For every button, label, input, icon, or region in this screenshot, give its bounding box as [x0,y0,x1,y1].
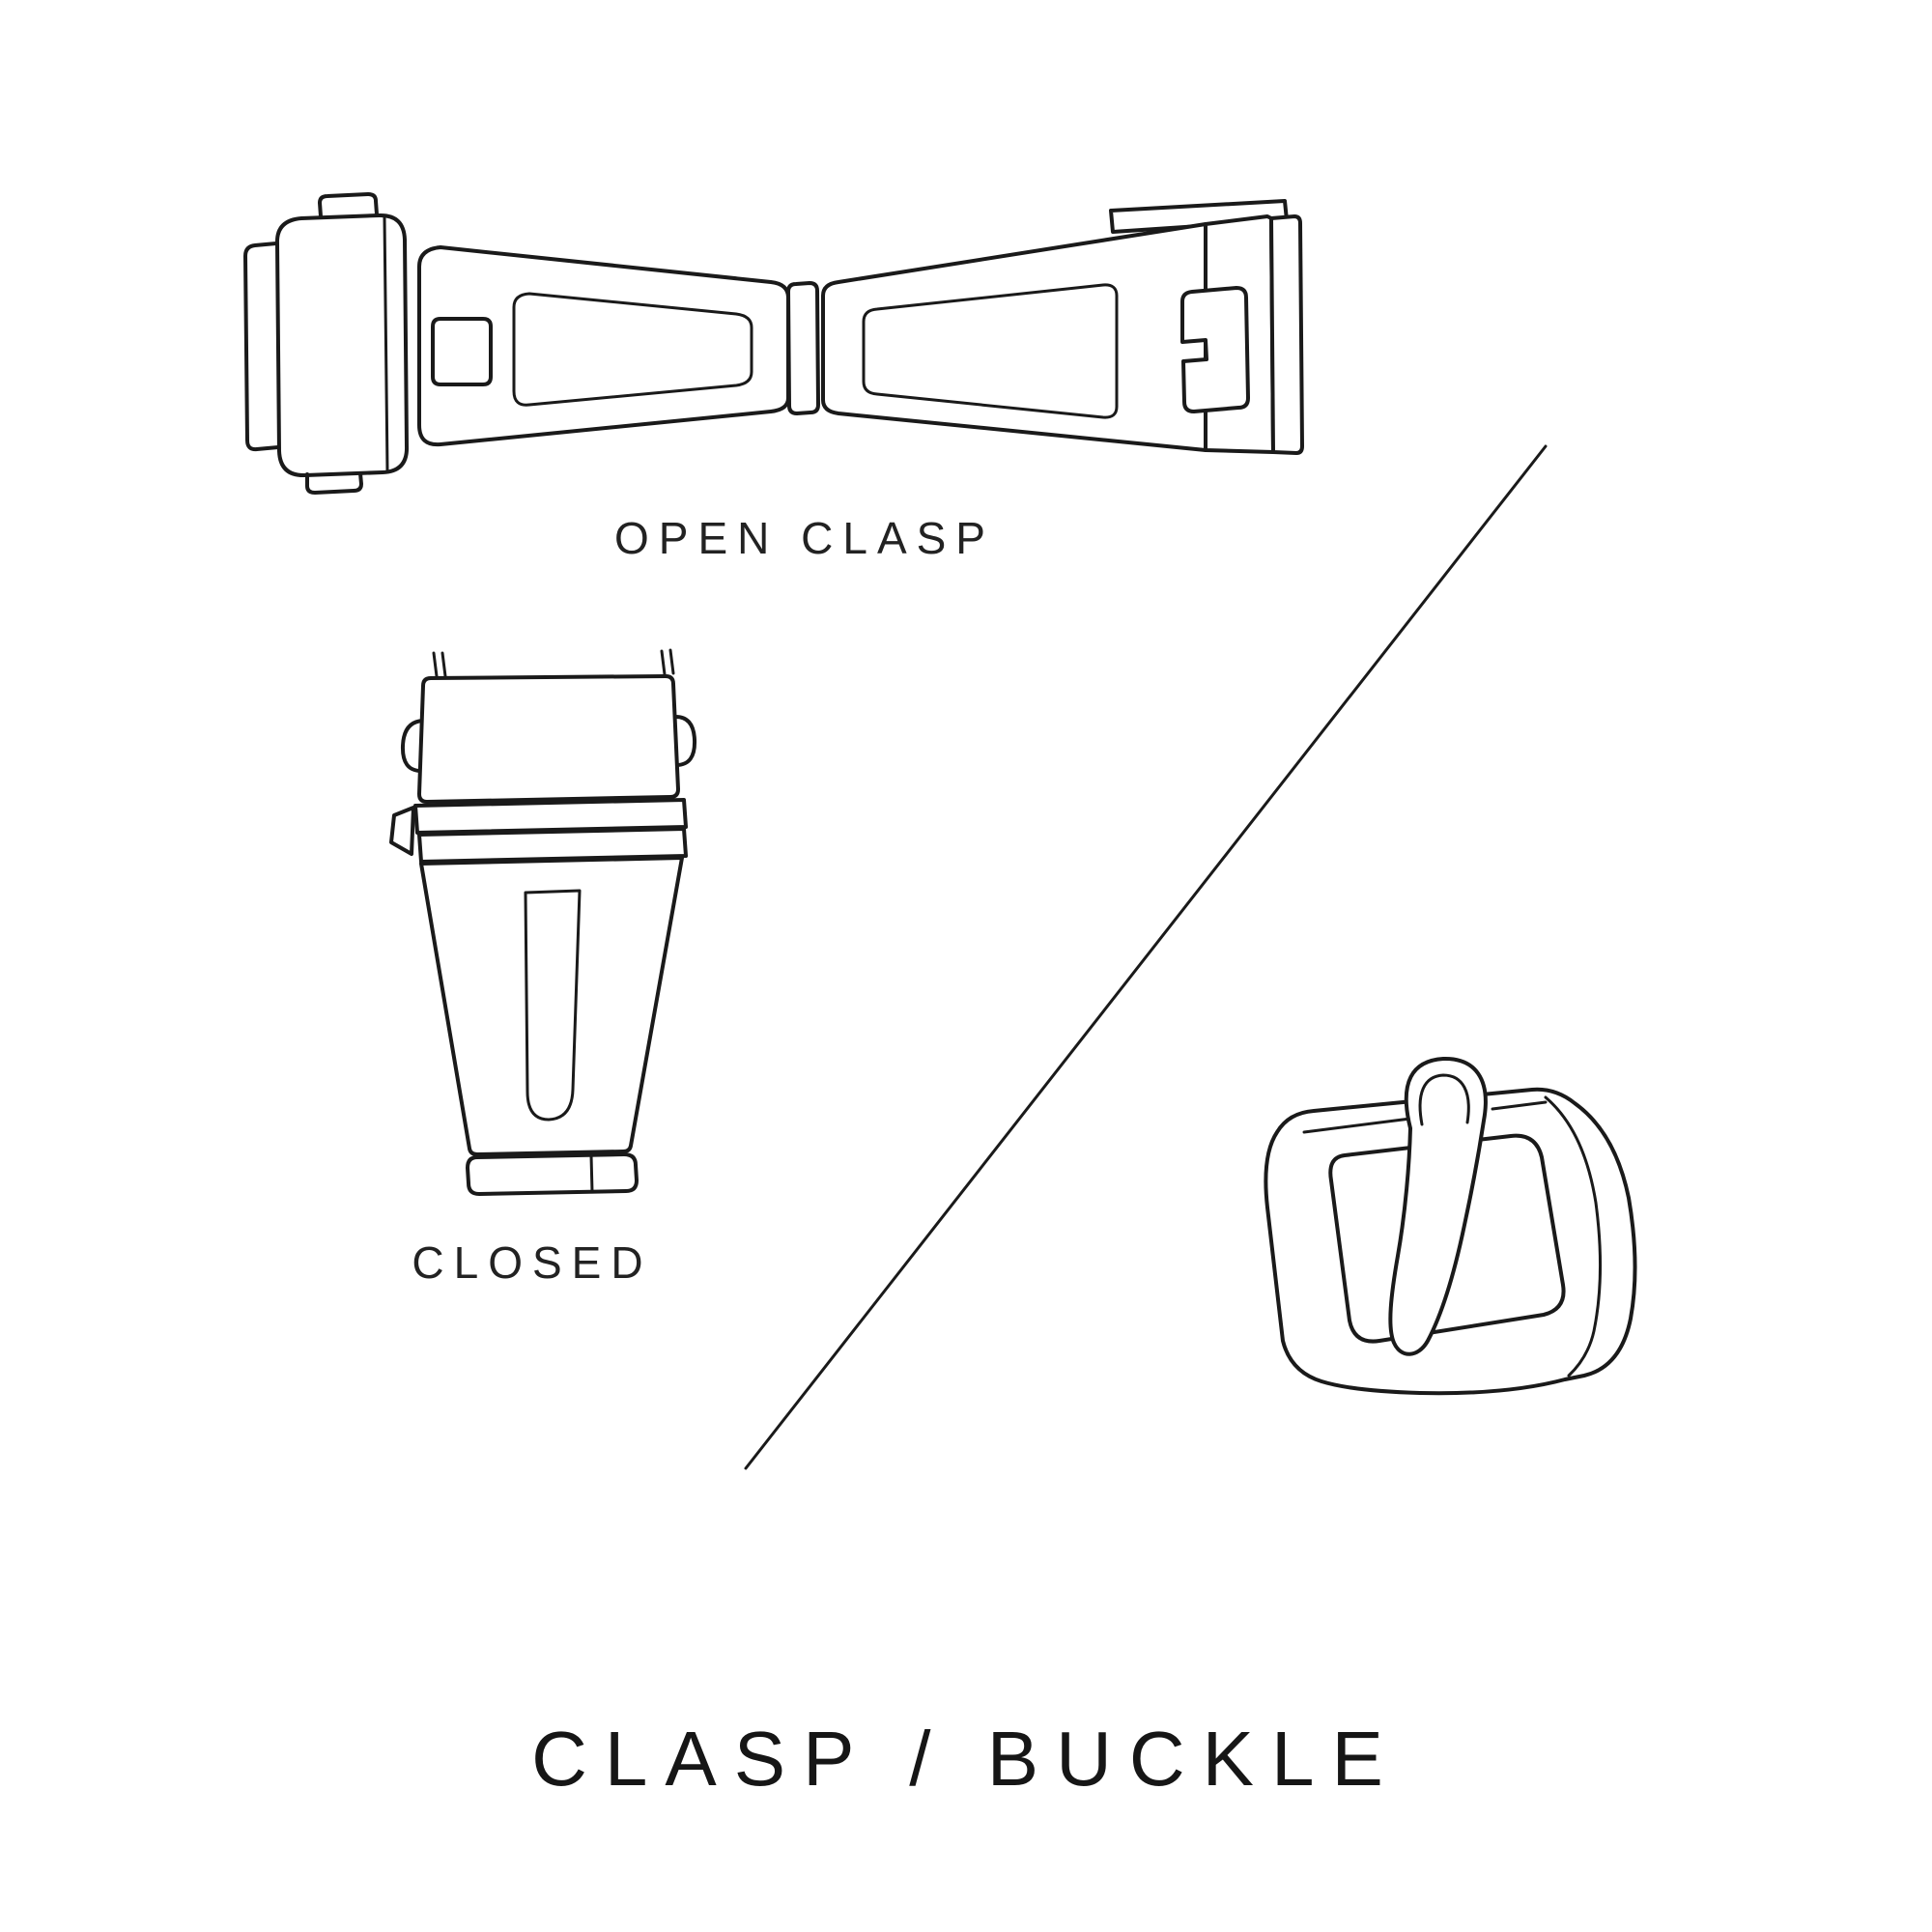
closed-prongs [432,648,675,678]
closed-top-block [417,674,680,804]
clasp-end-cap [1269,214,1304,455]
closed-left-ear [400,719,425,773]
clasp-left-arm [417,245,790,447]
buckle-right-band-contour [1544,1095,1603,1378]
clasp-left-strip [243,242,280,452]
closed-bottom-bar [466,1152,639,1196]
clasp-left-arm-hole [431,317,493,386]
clasp-right-arm-inner [862,283,1119,419]
clasp-hinge [786,281,820,415]
closed-band-1 [413,798,688,835]
buckle-illustration [1264,1056,1637,1396]
closed-clasp-illustration [389,648,697,1196]
clasp-cover-bottom-tab [305,471,363,495]
closed-label: CLOSED [412,1237,653,1288]
open-clasp-illustration [243,192,1304,495]
clasp-left-arm-inner [512,292,753,407]
diagram-title: CLASP / BUCKLE [531,1716,1401,1802]
buckle-tongue [1388,1056,1488,1356]
closed-right-ear [672,714,697,767]
clasp-latch [1180,286,1250,413]
closed-band-2 [417,827,688,864]
buckle-tongue-loop [1418,1073,1470,1126]
closed-left-tab [389,806,415,856]
clasp-right-arm [821,222,1208,452]
divider-line [744,444,1548,1470]
closed-body [419,856,684,1156]
closed-bar-seam [589,1153,594,1194]
clasp-cover-seam [383,215,389,472]
clasp-cover-top-tab [318,192,379,218]
open-clasp-label: OPEN CLASP [614,513,995,563]
clasp-cover [274,213,410,478]
buckle-axle [1302,1100,1548,1134]
closed-slot [524,889,582,1122]
